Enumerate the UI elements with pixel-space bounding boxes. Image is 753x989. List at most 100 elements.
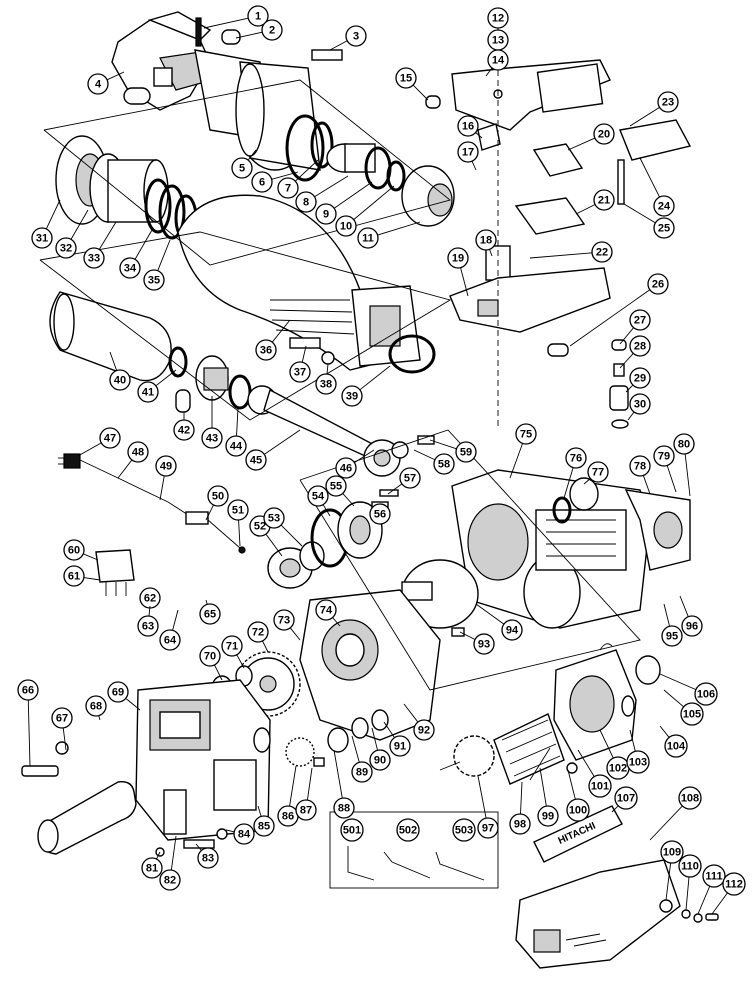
callout-number: 25 [658,223,670,235]
callout-bubble [678,854,702,878]
part-callout-37: 37 [289,345,311,383]
callout-number: 75 [520,429,532,441]
callout-bubble [653,195,675,217]
part-callout-24: 24 [639,157,675,217]
callout-bubble [395,67,417,89]
callout-bubble [657,91,679,113]
callout-bubble [681,615,703,637]
part-callout-109: 109 [660,840,684,901]
leader-line [475,603,505,625]
leader-line [214,664,223,681]
callout-number: 54 [312,491,325,503]
leader-line [583,478,591,485]
callout-number: 87 [300,805,312,817]
callout-number: 11 [362,233,374,245]
callout-bubble [341,385,363,407]
leader-line [109,351,118,371]
leader-line [289,765,297,807]
callout-bubble [263,507,285,529]
part-callout-72: 72 [247,621,269,653]
leader-line [663,603,671,627]
callout-bubble [501,619,523,641]
leader-line [489,249,493,257]
leader-line [333,181,373,209]
callout-number: 72 [252,627,264,639]
callout-number: 84 [238,829,251,841]
part-callout-40: 40 [109,351,131,391]
callout-bubble [629,455,651,477]
callout-number: 27 [634,315,646,327]
leader-line [236,407,239,437]
callout-number: 29 [634,373,646,385]
callout-bubble [515,423,537,445]
callout-bubble [199,603,221,625]
part-callout-99: 99 [537,767,559,827]
part-callout-50: 50 [205,485,229,521]
leader-line [159,475,165,501]
part-callout-4: 4 [87,71,125,95]
part-callout-47: 47 [77,427,121,457]
callout-bubble [593,123,615,145]
part-callout-67: 67 [51,707,73,751]
callout-bubble [335,457,357,479]
callout-number: 53 [268,513,280,525]
callout-number: 37 [294,367,306,379]
callout-number: 73 [278,615,290,627]
callout-bubble [680,702,704,726]
callout-number: 102 [609,763,627,775]
callout-number: 91 [394,741,406,753]
leader-line [354,449,375,463]
callout-number: 20 [598,129,610,141]
leader-line [265,533,283,557]
leader-line [619,327,634,345]
callout-number: 110 [681,861,699,873]
leader-line [301,345,307,363]
callout-number: 56 [374,509,386,521]
leader-line [485,67,493,77]
part-callout-78: 78 [629,455,651,495]
callout-bubble [345,25,367,47]
leader-line [156,851,161,860]
callout-number: 64 [164,635,177,647]
o-ring-set-upper [285,114,455,227]
callout-bubble [173,419,195,441]
part-callout-10: 10 [335,185,395,237]
leader-line [333,749,343,799]
callout-number: 63 [142,621,154,633]
callout-bubble [629,367,651,389]
callout-bubble [109,369,131,391]
leader-line [649,805,683,841]
callout-bubble [455,441,477,463]
part-callout-84: 84 [225,823,255,845]
callout-bubble [477,817,499,839]
leader-line [625,384,634,393]
part-callout-5: 5 [231,149,257,179]
callout-bubble [661,625,683,647]
callout-bubble [335,215,357,237]
part-callout-63: 63 [137,605,159,637]
callout-number: 61 [68,571,80,583]
callout-bubble [251,171,273,193]
callout-number: 5 [239,163,245,175]
callout-bubble [127,441,149,463]
leader-line [666,465,677,493]
power-cord [58,453,246,554]
part-callout-65: 65 [199,599,221,625]
callout-bubble [63,539,85,561]
callout-bubble [614,786,638,810]
callout-bubble [227,499,249,521]
part-callout-88: 88 [333,749,355,819]
leader-line [62,727,67,751]
callout-bubble [51,707,73,729]
brush-holder-parts [609,339,629,429]
leader-line [412,84,429,101]
part-callout-501: 501 [340,818,364,842]
callout-bubble [231,157,253,179]
leader-line [520,781,523,815]
leader-line [83,553,99,561]
gear-cover [177,194,436,374]
callout-bubble [702,864,726,888]
leader-line [238,519,241,547]
callout-number: 103 [629,757,647,769]
